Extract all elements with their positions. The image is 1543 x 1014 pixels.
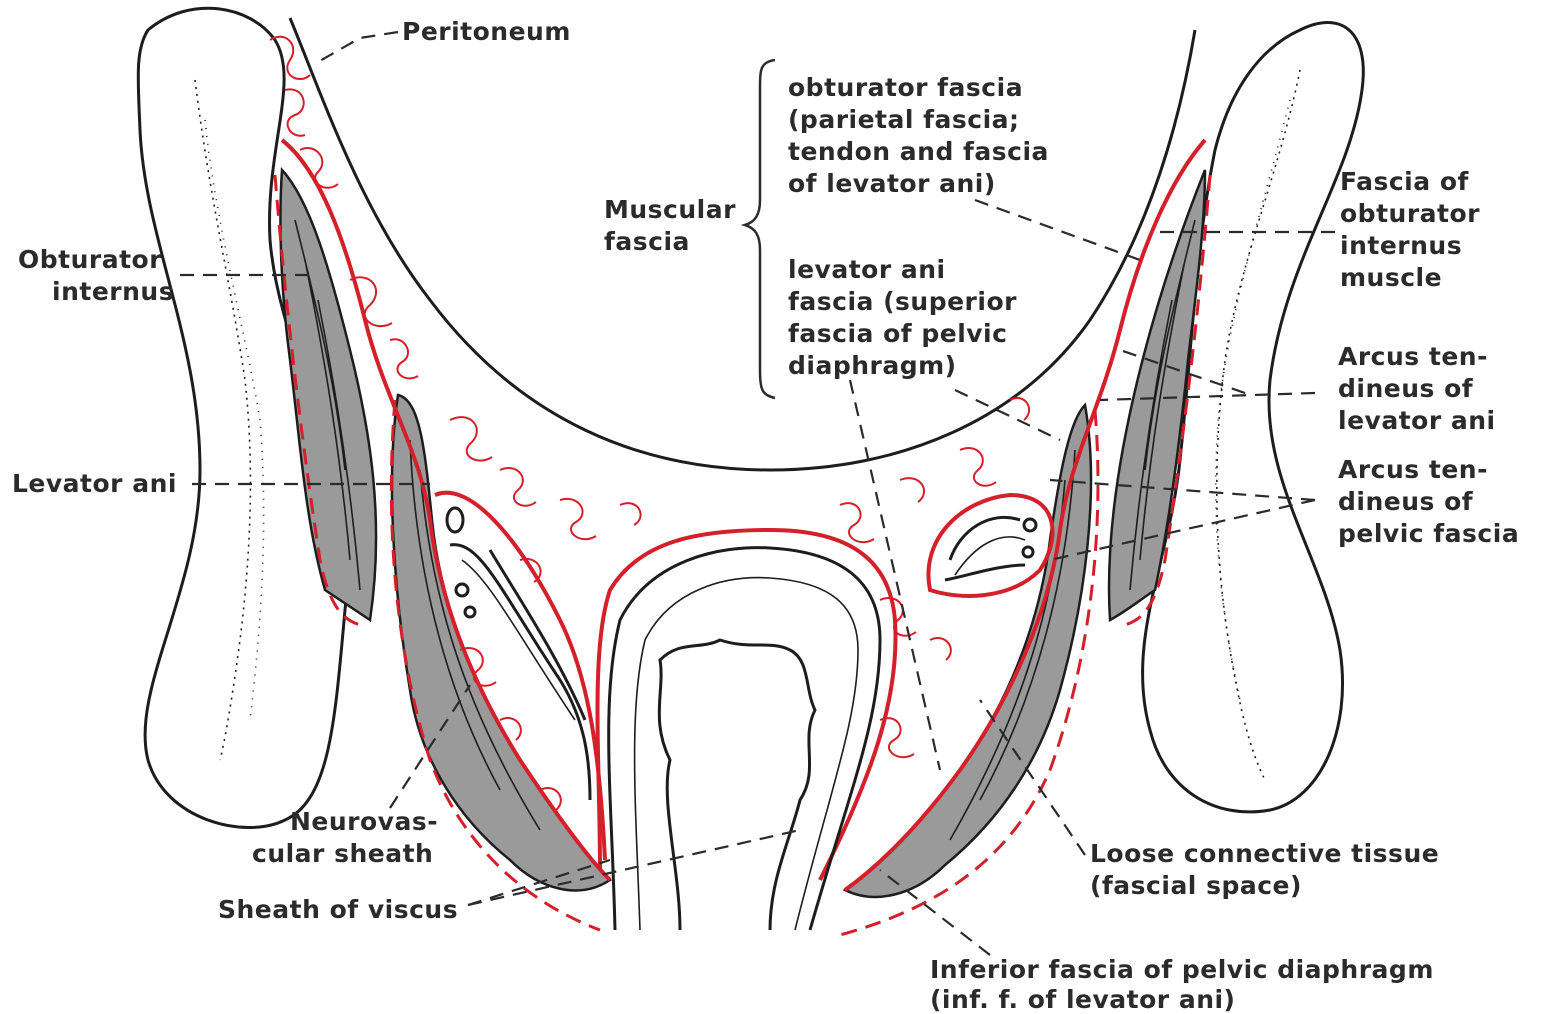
muscular-fascia-brace: [745, 60, 775, 398]
label-muscular-fascia: Muscular fascia: [604, 195, 745, 256]
label-sheath-of-viscus: Sheath of viscus: [218, 895, 458, 924]
label-arcus-levator: Arcus ten- dineus of levator ani: [1338, 342, 1497, 435]
label-loose-connective-tissue: Loose connective tissue (fascial space): [1090, 839, 1448, 900]
label-arcus-pelvic: Arcus ten- dineus of pelvic fascia: [1338, 455, 1519, 548]
label-peritoneum: Peritoneum: [402, 17, 571, 46]
label-obturator-fascia: obturator fascia (parietal fascia; tendo…: [788, 73, 1058, 198]
peritoneum-line: [290, 18, 1195, 470]
label-levator-ani-fascia: levator ani fascia (superior fascia of p…: [788, 255, 1026, 380]
right-neurovascular-bundle: [945, 517, 1036, 580]
label-levator-ani: Levator ani: [12, 469, 177, 498]
label-obturator-internus: Obturator internus: [18, 245, 174, 306]
viscus: [609, 548, 880, 930]
right-levator-ani: [845, 405, 1091, 897]
label-inferior-fascia: Inferior fascia of pelvic diaphragm (inf…: [930, 955, 1443, 1014]
label-fascia-obturator-internus: Fascia of obturator internus muscle: [1340, 167, 1489, 292]
